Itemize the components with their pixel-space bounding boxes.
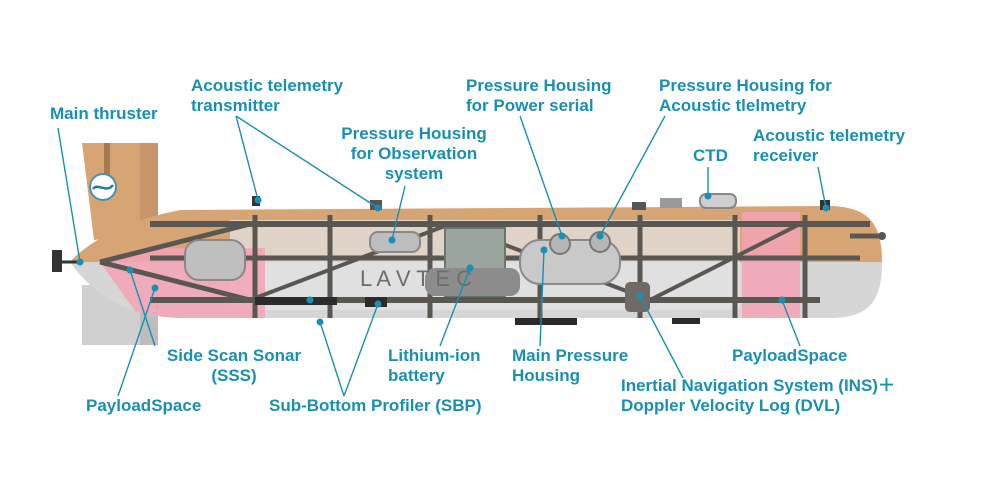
anchor-dots: [76, 192, 830, 326]
label-acoustic-telemetry-transmitter: Acoustic telemetry transmitter: [191, 76, 344, 115]
leader-lines: [57, 115, 827, 397]
label-main-pressure-housing: Main Pressure Housing: [512, 346, 629, 385]
label-main-thruster: Main thruster: [50, 104, 158, 123]
label-payload-space-rear: PayloadSpace: [86, 396, 202, 415]
logo-emblem: [89, 173, 117, 201]
label-pressure-housing-observation: Pressure Housing for Observation system: [341, 124, 487, 183]
label-ins-dvl: Inertial Navigation System (INS)＋ Dopple…: [621, 376, 895, 415]
label-ctd: CTD: [693, 146, 728, 165]
label-pressure-housing-power: Pressure Housing for Power serial: [466, 76, 612, 115]
label-sub-bottom-profiler: Sub-Bottom Profiler (SBP): [269, 396, 482, 415]
label-lithium-ion-battery: Lithium-ion battery: [388, 346, 481, 385]
hull: L A V T E C: [70, 206, 882, 318]
label-acoustic-telemetry-receiver: Acoustic telemetry receiver: [753, 126, 906, 165]
upper-tail-fin: [82, 143, 158, 240]
label-payload-space-front: PayloadSpace: [732, 346, 848, 365]
main-thruster-propeller: [52, 250, 62, 272]
hull-marking: L A V T E C: [360, 266, 472, 291]
label-side-scan-sonar: Side Scan Sonar (SSS): [166, 346, 302, 385]
label-pressure-housing-acoustic: Pressure Housing for Acoustic tlelmetry: [659, 76, 832, 115]
